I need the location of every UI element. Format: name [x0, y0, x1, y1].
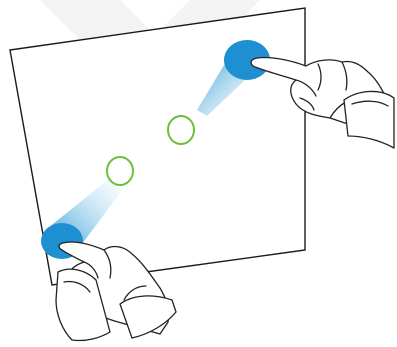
lower-pointing-hand-icon — [55, 241, 177, 342]
upper-pointing-hand-icon — [250, 56, 395, 149]
lower-target-ring-icon — [106, 156, 134, 186]
upper-target-ring-icon — [167, 115, 195, 145]
upper-touch-point-icon — [224, 40, 270, 80]
